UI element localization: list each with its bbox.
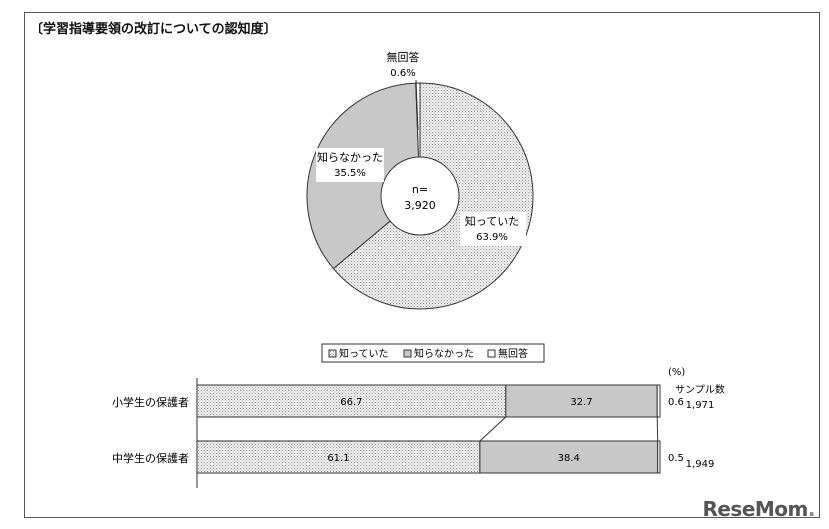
resemom-logo: ReseMom.: [702, 497, 815, 521]
category-label-junior: 中学生の保護者: [112, 451, 189, 465]
legend-label-noanswer: 無回答: [498, 347, 528, 360]
pie-value-noanswer: 0.6%: [390, 68, 415, 79]
pie-center-hole: [380, 156, 460, 236]
legend-swatch-known: [328, 349, 337, 358]
bar-segment-unknown-elementary: [505, 384, 658, 418]
sample-count-junior: 1,949: [686, 459, 715, 470]
pie-center-n-label: n=: [412, 183, 428, 196]
bar-value-known-junior: 61.1: [327, 453, 349, 464]
category-label-elementary: 小学生の保護者: [112, 395, 189, 409]
legend-label-unknown: 知らなかった: [414, 347, 474, 360]
stacked-bars: 66.7 32.7 0.6 61.1 38.4 0.5: [196, 384, 684, 474]
sample-count-elementary: 1,971: [686, 400, 715, 411]
sample-header: サンプル数: [675, 383, 725, 396]
pie-label-noanswer: 無回答: [387, 50, 420, 64]
bar-segment-known-junior: [196, 440, 481, 474]
bar-value-noanswer-elementary: 0.6: [668, 397, 684, 408]
chart-title: 〔学習指導要領の改訂についての認知度〕: [30, 22, 277, 37]
bar-segment-noanswer-elementary: [656, 384, 661, 418]
pie-leader-line: [415, 79, 419, 131]
bar-segment-known-elementary: [196, 384, 507, 418]
unit-label: (%): [668, 367, 685, 378]
bar-value-unknown-elementary: 32.7: [570, 397, 592, 408]
pie-label-bg-unknown: [316, 148, 384, 182]
pie-label-unknown: 知らなかった: [317, 150, 383, 164]
legend-label-known: 知っていた: [339, 347, 389, 360]
bar-value-known-elementary: 66.7: [340, 397, 362, 408]
pie-value-unknown: 35.5%: [334, 168, 366, 179]
bar-connector-line: [479, 416, 507, 442]
bar-segment-noanswer-junior: [657, 440, 661, 474]
bar-value-noanswer-junior: 0.5: [668, 453, 684, 464]
bar-value-unknown-junior: 38.4: [558, 453, 580, 464]
legend-swatch-unknown: [403, 349, 412, 358]
bar-segment-unknown-junior: [479, 440, 659, 474]
pie-label-known: 知っていた: [465, 214, 519, 228]
pie-value-known: 63.9%: [476, 232, 508, 243]
pie-label-bg-known: [460, 212, 526, 246]
pie-center-n-value: 3,920: [404, 199, 436, 212]
legend-swatch-noanswer: [487, 349, 496, 358]
